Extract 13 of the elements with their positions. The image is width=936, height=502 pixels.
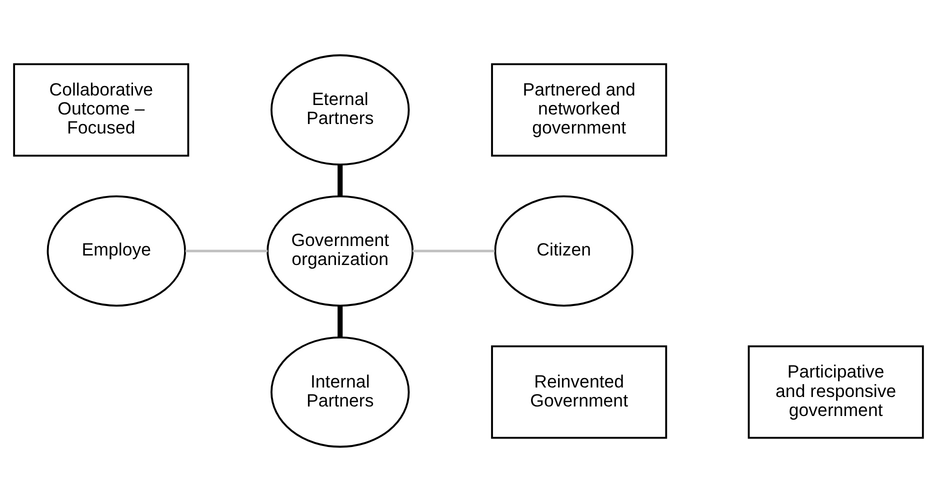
node-ellipse: Eternal Partners [270,54,410,166]
connector [337,306,342,338]
node-ellipse: Government organization [266,195,414,307]
connector [337,164,342,196]
node-box: Partnered and networked government [490,63,667,157]
connector [412,250,494,252]
connector [184,250,268,252]
node-box: Participative and responsive government [747,345,924,439]
node-ellipse: Citizen [494,195,633,307]
node-box: Reinvented Government [490,345,667,439]
node-ellipse: Employe [46,195,186,307]
node-ellipse: Internal Partners [270,336,410,448]
node-box: Collaborative Outcome – Focused [12,63,189,157]
